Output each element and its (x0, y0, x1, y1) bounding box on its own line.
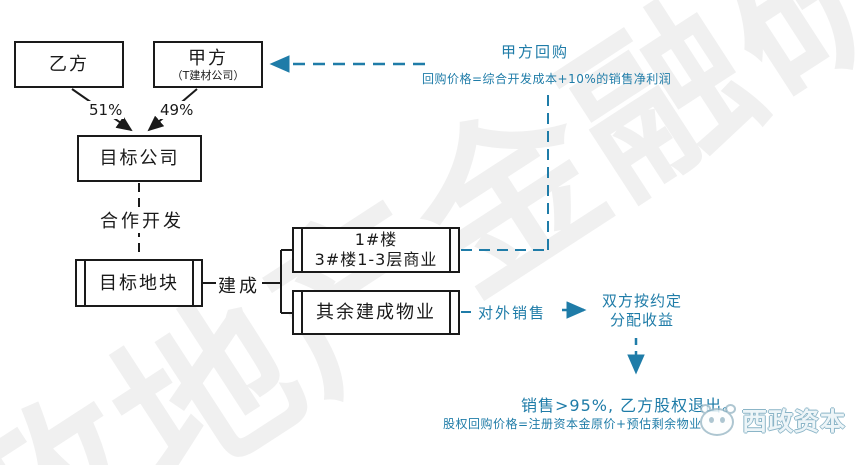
node-party-b-label: 乙方 (49, 54, 89, 75)
annotation-exit-line: 销售>95%, 乙方股权退出。 (521, 396, 740, 415)
edge-label-51pct: 51% (87, 101, 125, 119)
edge-label-49pct: 49% (158, 101, 196, 119)
node-party-a: 甲方 （T建材公司） (153, 41, 263, 88)
edge-label-external-sale: 对外销售 (478, 304, 547, 322)
node-target-company: 目标公司 (77, 135, 202, 182)
stamp-watermark: 西政资本 (698, 402, 846, 438)
node-party-a-label: 甲方 (188, 47, 228, 69)
annotation-distribute-line2: 分配收益 (609, 311, 674, 329)
node-party-b: 乙方 (14, 41, 124, 88)
annotation-buyback-formula: 回购价格=综合开发成本+10%的销售净利润 (422, 72, 672, 86)
annotation-distribute-line1: 双方按约定 (601, 292, 682, 310)
edge-label-built: 建成 (216, 272, 262, 298)
annotation-distribute: 双方按约定 分配收益 (588, 292, 696, 330)
node-target-land-label: 目标地块 (99, 272, 179, 294)
node-target-land: 目标地块 (75, 259, 203, 307)
node-building1-line1: 1#楼 (354, 230, 398, 249)
panda-logo-icon (698, 402, 738, 438)
node-target-company-label: 目标公司 (99, 148, 180, 169)
annotation-buyback-title: 甲方回购 (501, 43, 570, 61)
node-party-a-sublabel: （T建材公司） (171, 68, 245, 82)
node-other-property-label: 其余建成物业 (316, 302, 436, 323)
node-building1: 1#楼 3#楼1-3层商业 (292, 227, 460, 273)
annotation-exit-formula: 股权回购价格=注册资本金原价+预估剩余物业 (443, 417, 702, 431)
node-building1-line2: 3#楼1-3层商业 (314, 250, 438, 269)
stamp-watermark-text: 西政资本 (742, 407, 847, 436)
node-other-property: 其余建成物业 (292, 290, 460, 335)
edge-label-coop-dev: 合作开发 (98, 207, 186, 233)
